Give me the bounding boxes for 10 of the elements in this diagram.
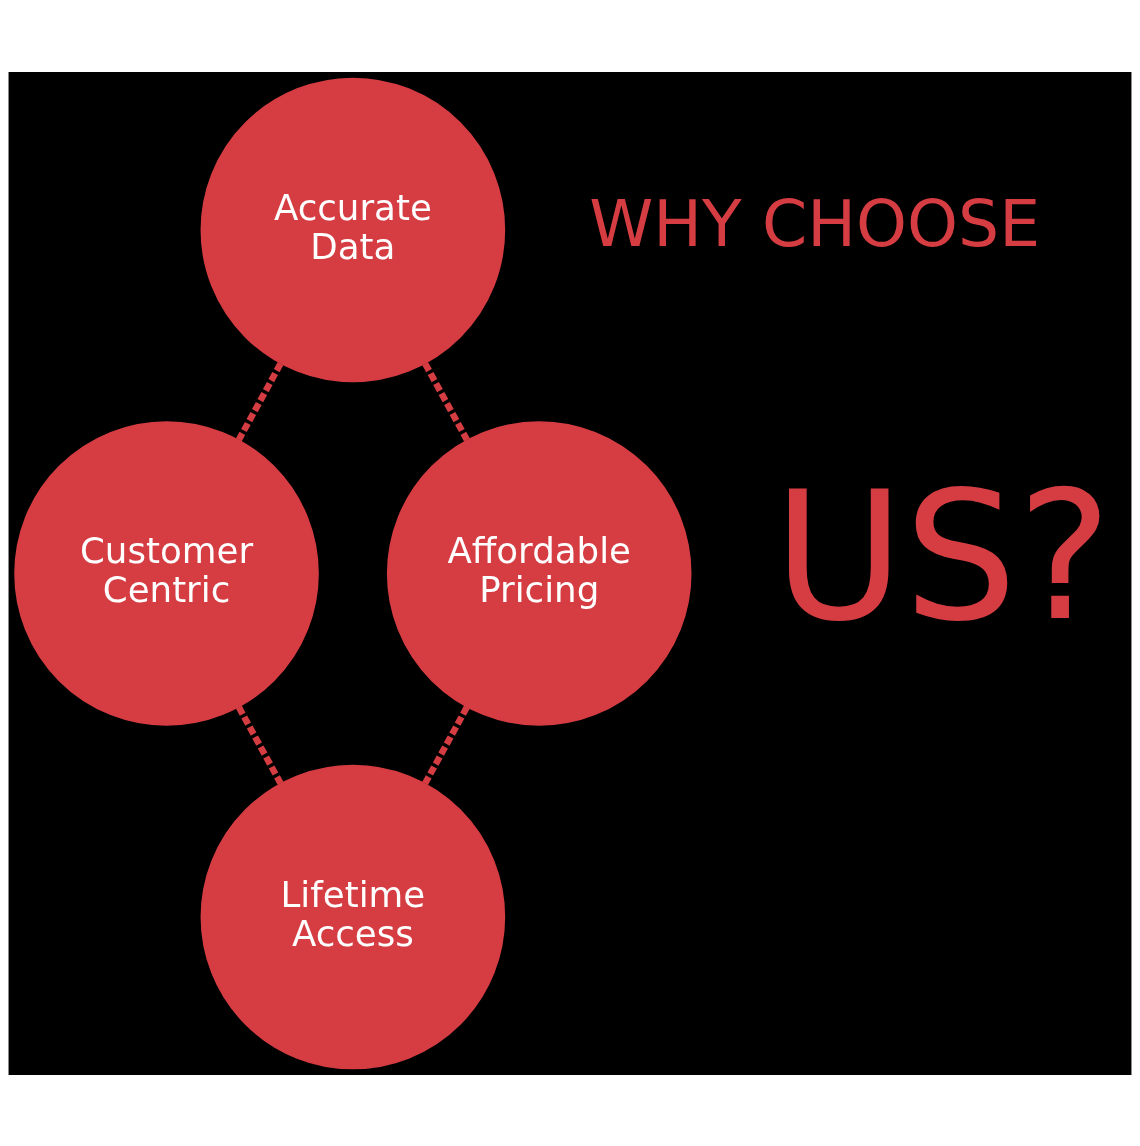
node-circle: Customer Centric: [14, 420, 319, 726]
connector: [236, 705, 284, 785]
label: US?: [773, 452, 1112, 660]
connector: [422, 705, 470, 785]
node-circle: Lifetime Access: [200, 764, 506, 1069]
node-circle: Affordable Pricing: [386, 420, 692, 726]
node-circle: Accurate Data: [200, 77, 506, 382]
label: WHY CHOOSE: [589, 185, 1041, 261]
connector: [235, 361, 284, 441]
connector: [422, 361, 470, 441]
